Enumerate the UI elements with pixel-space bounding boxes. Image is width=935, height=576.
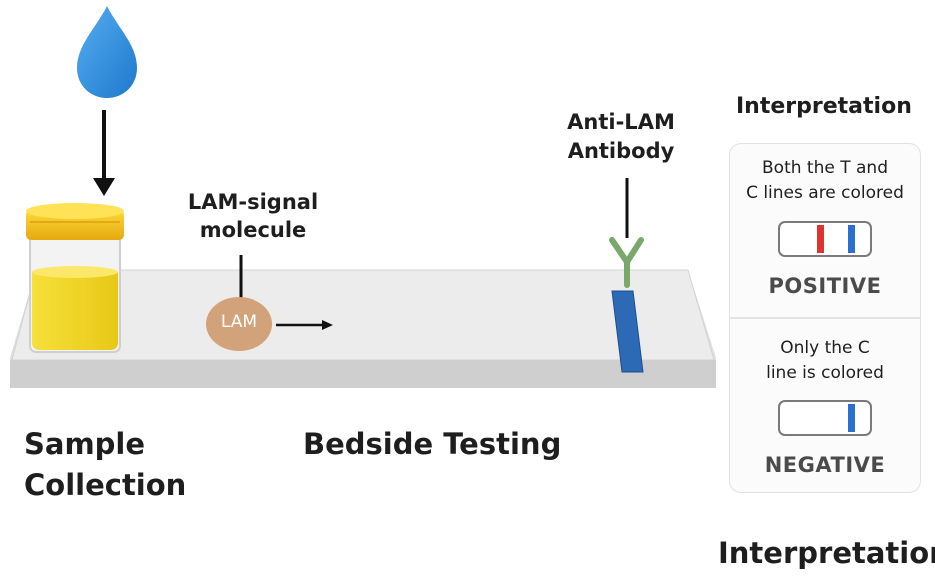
- anti-lam-label: Anti-LAM Antibody: [558, 108, 684, 166]
- sample-collection-label: Sample Collection: [24, 424, 186, 506]
- anti-lam-line-1: Anti-LAM: [567, 110, 675, 134]
- droplet-icon: [77, 6, 137, 98]
- anti-lam-line-2: Antibody: [567, 139, 675, 163]
- positive-c-line: [848, 225, 855, 253]
- negative-c-line: [848, 404, 855, 432]
- droplet-down-arrow: [93, 110, 115, 196]
- sample-collection-line-1: Sample: [24, 427, 146, 461]
- lam-signal-label: LAM-signal molecule: [178, 188, 328, 244]
- bedside-testing-label: Bedside Testing: [303, 427, 562, 461]
- interpretation-footer: Interpretation: [718, 536, 935, 570]
- flow-arrow: [276, 320, 333, 330]
- interpretation-heading: Interpretation: [736, 94, 912, 119]
- negative-condition-line-2: line is colored: [766, 363, 884, 383]
- negative-condition-text: Only the C line is colored: [730, 336, 920, 386]
- positive-strip-icon: [778, 221, 872, 257]
- positive-t-line: [817, 225, 824, 253]
- lam-circle-label: LAM: [220, 312, 258, 332]
- negative-strip-icon: [778, 400, 872, 436]
- negative-result: NEGATIVE: [764, 453, 886, 477]
- positive-condition-text: Both the T and C lines are colored: [730, 156, 920, 206]
- lam-signal-line-2: molecule: [199, 218, 307, 242]
- lam-molecule-circle: [206, 297, 272, 351]
- positive-condition-line-1: Both the T and: [762, 158, 888, 178]
- sample-cup-icon: [26, 203, 124, 353]
- positive-result: POSITIVE: [768, 274, 882, 298]
- sample-collection-line-2: Collection: [24, 468, 187, 502]
- negative-condition-line-1: Only the C: [780, 338, 870, 358]
- interpretation-panel: Both the T and C lines are colored POSIT…: [729, 143, 921, 493]
- antibody-icon: [609, 237, 644, 288]
- test-strip: [10, 269, 716, 388]
- panel-divider: [730, 317, 920, 319]
- test-band: [611, 290, 644, 373]
- lam-signal-line-1: LAM-signal: [187, 190, 319, 214]
- positive-condition-line-2: C lines are colored: [746, 183, 904, 203]
